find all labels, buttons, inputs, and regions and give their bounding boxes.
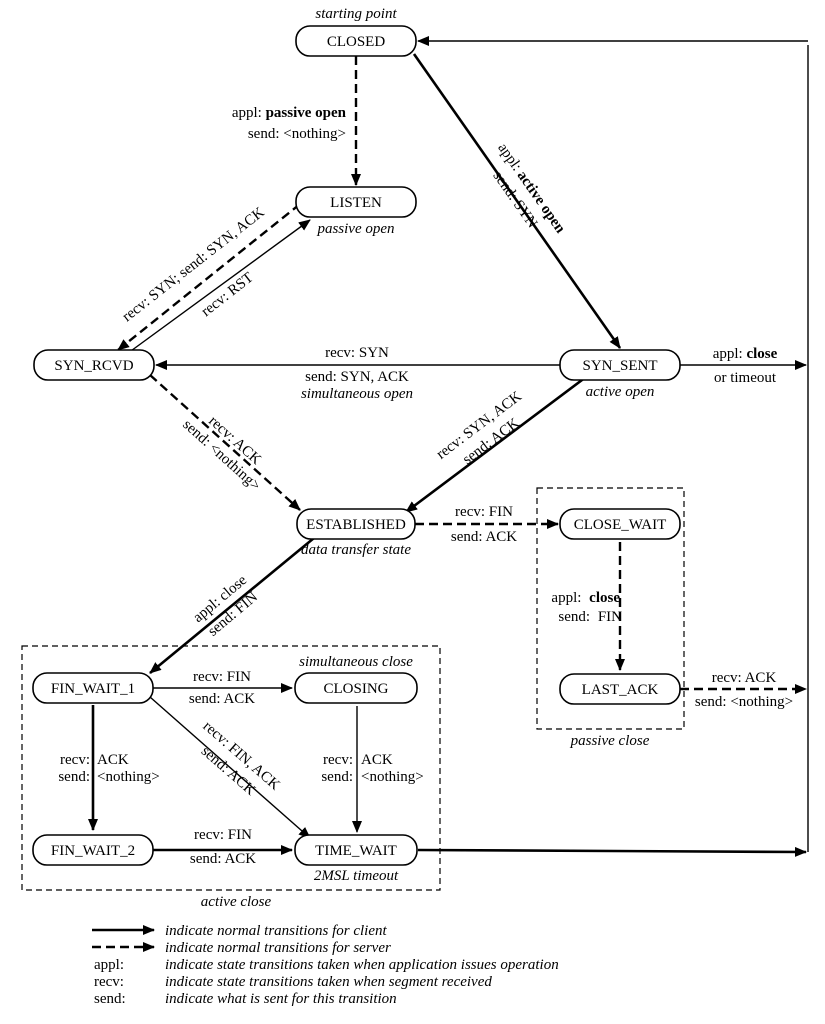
state-time-wait-label: TIME_WAIT (315, 843, 397, 859)
caption-2msl-timeout: 2MSL timeout (314, 868, 399, 884)
label-closed-listen-send: send: <nothing> (248, 126, 346, 142)
label-closing-timewait-send-key: send: (321, 769, 353, 785)
legend-appl-key: appl: (94, 957, 124, 973)
state-fin-wait-2-label: FIN_WAIT_2 (51, 843, 135, 859)
label-finwait2-timewait-recv: recv: FIN (194, 827, 252, 843)
label-finwait1-finwait2-recv-key: recv: (60, 752, 90, 768)
state-established-label: ESTABLISHED (306, 517, 406, 533)
arrow-synrcvd-to-established (149, 374, 301, 511)
state-closing: CLOSING (294, 672, 418, 704)
label-finwait1-finwait2-send-key: send: (58, 769, 90, 785)
legend-client-text: indicate normal transitions for client (165, 923, 387, 939)
legend: indicate normal transitions for client i… (92, 923, 559, 1007)
state-close-wait: CLOSE_WAIT (559, 508, 681, 540)
legend-recv-key: recv: (94, 974, 124, 990)
legend-send-key: send: (94, 991, 126, 1007)
label-synsent-close-timeout: or timeout (714, 370, 777, 386)
label-finwait1-closing-send: send: ACK (189, 691, 255, 707)
caption-active-open: active open (586, 384, 655, 400)
caption-starting-point: starting point (315, 6, 397, 22)
label-synsent-close-appl: appl: close (713, 346, 778, 362)
label-established-closewait-send: send: ACK (451, 529, 517, 545)
label-finwait1-finwait2-send-val: <nothing> (97, 769, 160, 785)
caption-simultaneous-close: simultaneous close (299, 654, 413, 670)
label-finwait1-finwait2-recv-val: ACK (97, 752, 129, 768)
state-closed: CLOSED (295, 25, 417, 57)
caption-active-close: active close (201, 894, 272, 910)
label-closed-listen-appl: appl: passive open (232, 105, 347, 121)
state-syn-sent-label: SYN_SENT (582, 358, 657, 374)
label-synsent-established: recv: SYN, ACK send: ACK (434, 388, 525, 468)
arrow-finwait1-to-timewait (149, 696, 311, 839)
label-closing-timewait-send-val: <nothing> (361, 769, 424, 785)
arrow-established-to-finwait1 (149, 536, 315, 675)
state-closing-label: CLOSING (323, 681, 388, 697)
passive-close-region (536, 487, 685, 730)
state-listen: LISTEN (295, 186, 417, 218)
label-closewait-lastack-send: send: FIN (558, 609, 622, 625)
state-fin-wait-2: FIN_WAIT_2 (32, 834, 154, 866)
state-established: ESTABLISHED (296, 508, 416, 540)
label-synsent-synrcvd-send: send: SYN, ACK (305, 369, 409, 385)
active-close-region (21, 645, 441, 891)
label-lastack-closed-send: send: <nothing> (695, 694, 793, 710)
state-time-wait: TIME_WAIT (294, 834, 418, 866)
state-syn-rcvd: SYN_RCVD (33, 349, 155, 381)
caption-data-transfer-state: data transfer state (301, 542, 411, 558)
state-fin-wait-1-label: FIN_WAIT_1 (51, 681, 135, 697)
label-closing-timewait-recv-val: ACK (361, 752, 393, 768)
state-syn-rcvd-label: SYN_RCVD (54, 358, 133, 374)
label-lastack-closed-recv: recv: ACK (712, 670, 777, 686)
arrow-synrcvd-to-listen (123, 219, 311, 357)
state-closed-label: CLOSED (327, 34, 386, 50)
label-closed-synsent: appl: active open send: SYN (489, 140, 568, 236)
arrow-closed-to-synsent (412, 53, 622, 349)
caption-passive-open: passive open (316, 221, 394, 237)
state-fin-wait-1: FIN_WAIT_1 (32, 672, 154, 704)
state-syn-sent: SYN_SENT (559, 349, 681, 381)
label-finwait1-timewait: recv: FIN, ACK send: ACK (198, 718, 283, 799)
label-established-closewait-recv: recv: FIN (455, 504, 513, 520)
label-closewait-lastack-appl: appl: close (551, 590, 620, 606)
label-synsent-synrcvd-recv: recv: SYN (325, 345, 389, 361)
state-last-ack: LAST_ACK (559, 673, 681, 705)
arrow-listen-to-synrcvd (117, 203, 301, 351)
label-listen-synrcvd: recv: SYN; send: SYN, ACK (119, 204, 267, 325)
legend-recv-text: indicate state transitions taken when se… (165, 974, 492, 990)
arrow-timewait-to-return (417, 846, 807, 857)
legend-appl-text: indicate state transitions taken when ap… (165, 957, 559, 973)
legend-server-text: indicate normal transitions for server (165, 940, 391, 956)
caption-passive-close: passive close (570, 733, 650, 749)
legend-send-text: indicate what is sent for this transitio… (165, 991, 397, 1007)
arrow-synsent-to-established (405, 375, 587, 514)
state-last-ack-label: LAST_ACK (582, 682, 659, 698)
label-finwait1-closing-recv: recv: FIN (193, 669, 251, 685)
label-closing-timewait-recv-key: recv: (323, 752, 353, 768)
state-close-wait-label: CLOSE_WAIT (574, 517, 667, 533)
label-finwait2-timewait-send: send: ACK (190, 851, 256, 867)
state-listen-label: LISTEN (330, 195, 382, 211)
caption-simultaneous-open: simultaneous open (301, 386, 413, 402)
